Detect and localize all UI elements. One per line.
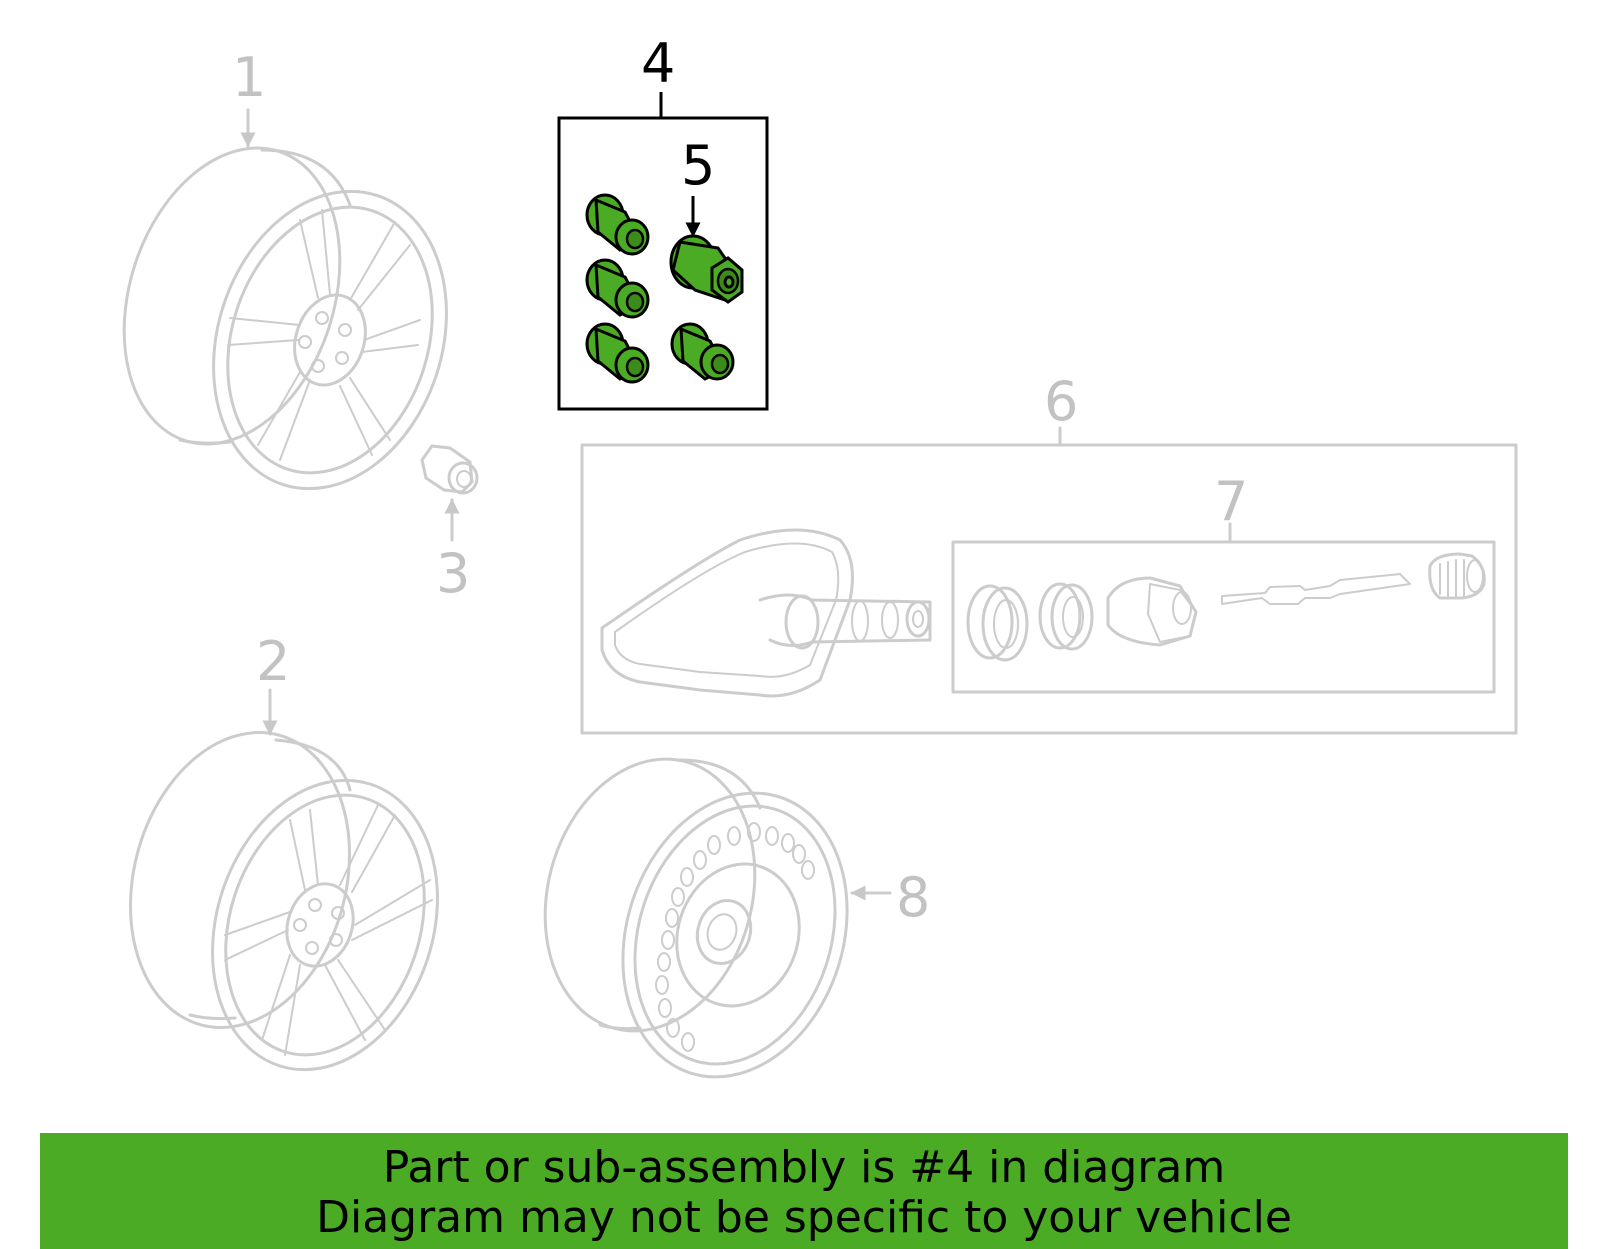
- hex-nut: [1106, 576, 1198, 647]
- wheel-2-alloy[interactable]: 2: [99, 630, 474, 1099]
- callout-8: 8: [896, 866, 930, 929]
- tpms-sensor-kit-6[interactable]: 6: [580, 370, 1518, 735]
- wheel-8-steel-spare[interactable]: 8: [516, 735, 931, 1106]
- green-nut-a: [585, 193, 650, 256]
- grommet-2: [1038, 582, 1094, 651]
- lug-nut-3[interactable]: 3: [420, 444, 479, 605]
- spare-wheel-vent-holes: [655, 822, 815, 1052]
- callout-1: 1: [232, 46, 266, 109]
- tpms-sensor: [600, 528, 932, 698]
- green-nut-c: [585, 322, 650, 384]
- valve-cap: [1428, 552, 1486, 600]
- valve-stem-kit-7[interactable]: 7: [951, 470, 1496, 694]
- callout-7: 7: [1214, 470, 1248, 533]
- grommet-1: [966, 584, 1029, 662]
- callout-6: 6: [1044, 370, 1078, 433]
- green-nut-d: [670, 322, 735, 381]
- info-banner: Part or sub-assembly is #4 in diagram Di…: [40, 1133, 1568, 1249]
- callout-2: 2: [256, 630, 290, 693]
- wheel-1-alloy[interactable]: 1: [88, 46, 483, 519]
- green-lug-nuts: 5: [585, 134, 744, 384]
- green-locking-nut-5[interactable]: 5: [669, 134, 744, 304]
- callout-5: 5: [681, 134, 715, 197]
- banner-line-1: Part or sub-assembly is #4 in diagram: [382, 1142, 1226, 1193]
- lug-nut-kit-4[interactable]: 4: [557, 32, 769, 411]
- callout-3: 3: [436, 542, 470, 605]
- callout-4: 4: [641, 32, 675, 95]
- green-nut-b: [585, 258, 650, 319]
- banner-line-2: Diagram may not be specific to your vehi…: [316, 1192, 1292, 1243]
- valve-core: [1221, 573, 1411, 605]
